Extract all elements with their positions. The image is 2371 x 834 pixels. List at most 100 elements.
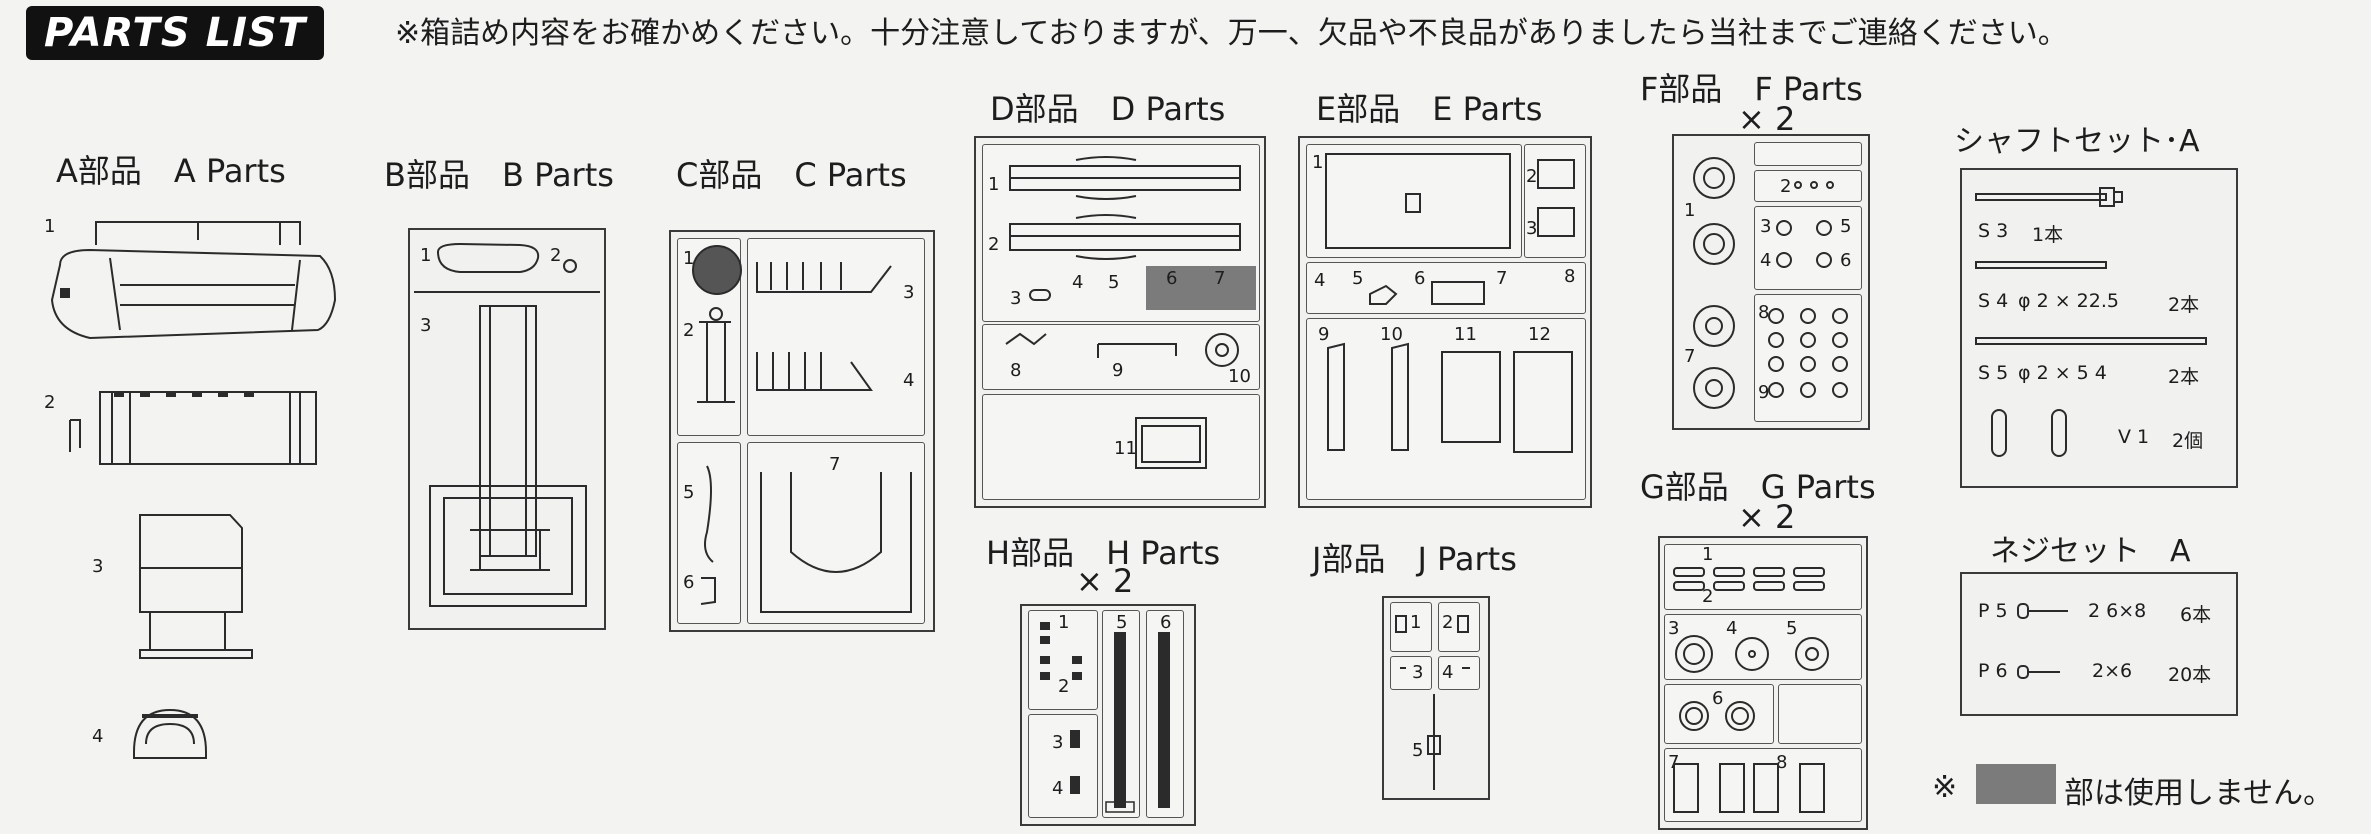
shaft-set-drawing	[1975, 187, 2207, 457]
part-number: 7	[1496, 268, 1508, 289]
part-number: 2	[550, 245, 562, 266]
sprue-cell	[1754, 170, 1862, 202]
part-number: 12	[1528, 324, 1551, 345]
shaft-spec: 1本	[2032, 224, 2064, 246]
part-number: 3	[420, 315, 432, 336]
shaft-spec: φ 2 × 5 4	[2018, 362, 2107, 384]
part-number: 3	[1052, 732, 1064, 753]
group-f-label: F部品 F Parts	[1640, 70, 1863, 108]
part-number: 11	[1454, 324, 1477, 345]
sprue-cell	[1524, 144, 1586, 258]
shaft-code: S 5	[1978, 362, 2009, 384]
sprue-b: 1 2 3	[408, 228, 606, 630]
part-number: 9	[1318, 324, 1330, 345]
part-number: 6	[1160, 612, 1172, 633]
part-number: 4	[1314, 270, 1326, 291]
e-parts-drawing	[1325, 153, 1575, 453]
group-d-label: D部品 D Parts	[990, 90, 1226, 128]
parts-list-badge: PARTS LIST	[26, 6, 324, 60]
part-number: 8	[1564, 266, 1576, 287]
j-parts-drawing	[1395, 615, 1470, 790]
part-number: 1	[1058, 612, 1070, 633]
part-number: 5	[1352, 268, 1364, 289]
sprue-cell	[1028, 610, 1098, 710]
part-number: 3	[1760, 216, 1772, 237]
group-e-label: E部品 E Parts	[1316, 90, 1543, 128]
part-number: 6	[1840, 250, 1852, 271]
part-number: 1	[1410, 612, 1422, 633]
part-number: 10	[1228, 366, 1251, 387]
footnote-mark: ※	[1932, 770, 1958, 805]
screw-spec: 2 6×8	[2088, 600, 2147, 622]
part-number: 1	[1684, 200, 1696, 221]
part-number: 7	[829, 454, 841, 475]
part-number: 3	[1010, 288, 1022, 309]
part-number: 3	[903, 282, 915, 303]
part-number: 5	[1412, 740, 1424, 761]
part-number: 3	[1412, 662, 1424, 683]
group-f-multiplier: × 2	[1738, 100, 1796, 138]
part-number: 6	[1414, 268, 1426, 289]
screw-set-drawing	[2017, 603, 2068, 679]
part-number: 3	[92, 556, 104, 577]
part-number: 6	[1712, 688, 1724, 709]
part-number: 6	[683, 572, 695, 593]
sprue-g: 1 2 3 4 5 6 7 8	[1658, 536, 1868, 830]
part-number: 7	[1668, 752, 1680, 773]
part-number: 5	[683, 482, 695, 503]
b-parts-drawing	[414, 242, 600, 607]
part-number: 10	[1380, 324, 1403, 345]
group-c-label: C部品 C Parts	[676, 156, 907, 194]
sprue-cell	[1754, 142, 1862, 166]
part-number: 7	[1214, 268, 1226, 289]
shaft-code: S 3	[1978, 220, 2009, 242]
screw-set-title: ネジセット A	[1990, 534, 2191, 569]
part-number: 4	[1442, 662, 1454, 683]
shaft-set-panel: S 3 1本 S 4 φ 2 × 22.5 2本 S 5 φ 2 × 5 4 2…	[1960, 168, 2238, 488]
sprue-d: 1 2 3 4 5 6 7 8 9 10 11	[974, 136, 1266, 508]
group-h-label: H部品 H Parts	[986, 534, 1221, 572]
shaft-qty: 2個	[2172, 430, 2204, 452]
part-number: 3	[1668, 618, 1680, 639]
shaft-set-title: シャフトセット･A	[1954, 124, 2200, 159]
shaft-spec: φ 2 × 22.5	[2018, 290, 2119, 312]
footnote-text: 部は使用しません。	[2064, 776, 2334, 811]
part-number: 11	[1114, 438, 1137, 459]
sprue-cell	[1028, 714, 1098, 818]
part-number: 2	[988, 234, 1000, 255]
part-number: 2	[1526, 166, 1538, 187]
part-number: 4	[92, 726, 104, 747]
g-parts-drawing	[1673, 567, 1829, 813]
part-number: 7	[1684, 346, 1696, 367]
screw-set-panel: P 5 2 6×8 6本 P 6 2×6 20本	[1960, 572, 2238, 716]
part-number: 1	[44, 216, 56, 237]
part-number: 5	[1116, 612, 1128, 633]
a-parts-drawing	[50, 221, 337, 759]
sprue-cell	[747, 442, 925, 624]
part-number: 9	[1758, 382, 1770, 403]
screw-qty: 6本	[2180, 604, 2212, 626]
packing-notice: ※箱詰め内容をお確かめください。十分注意しておりますが、万一、欠品や不良品があり…	[395, 16, 2068, 51]
part-number: 4	[1052, 778, 1064, 799]
part-number: 2	[1442, 612, 1454, 633]
part-number: 2	[683, 320, 695, 341]
c-parts-drawing	[692, 245, 912, 613]
part-number: 8	[1758, 302, 1770, 323]
part-number: 5	[1108, 272, 1120, 293]
shaft-qty: 2本	[2168, 294, 2200, 316]
sprue-cell	[1664, 684, 1774, 744]
sprue-j: 1 2 3 4 5	[1382, 596, 1490, 800]
shaft-code: V 1	[2118, 426, 2150, 448]
sprue-cell	[1438, 656, 1480, 690]
sprue-e: 1 2 3 4 5 6 7 8 9 10 11 12	[1298, 136, 1592, 508]
part-number: 6	[1166, 268, 1178, 289]
sprue-cell	[1754, 206, 1862, 290]
sprue-cell	[1778, 684, 1862, 744]
part-number: 2	[1058, 676, 1070, 697]
shaft-code: S 4	[1978, 290, 2009, 312]
sprue-cell	[747, 238, 925, 436]
part-number: 8	[1010, 360, 1022, 381]
unused-part-area	[1146, 266, 1256, 310]
part-number: 2	[1780, 176, 1792, 197]
part-number: 8	[1776, 752, 1788, 773]
